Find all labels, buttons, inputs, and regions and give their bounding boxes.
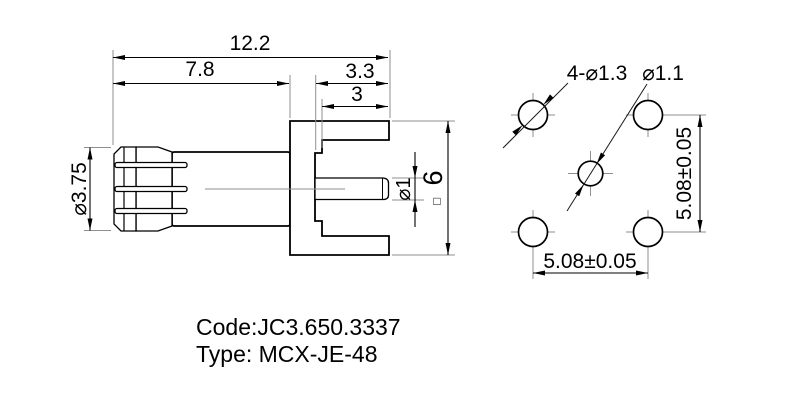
dimension-pin-diameter: ⌀1 (393, 152, 418, 227)
spring-finger-bottom (114, 207, 188, 215)
side-view: 12.2 7.8 3.3 3 ⌀3.75 (68, 32, 455, 256)
spring-finger-top (114, 161, 188, 169)
dimension-overall-length: 12.2 (113, 32, 388, 60)
dimension-flange-slot: 3 (322, 83, 388, 109)
center-hole-label: ⌀1.1 (642, 62, 684, 85)
dim-pin-diameter-label: ⌀1 (393, 177, 415, 200)
footprint-view: 4-⌀1.3 ⌀1.1 5.08±0.05 5.08±0.05 (502, 62, 706, 279)
dimension-body-length: 7.8 (113, 58, 289, 86)
pitch-horizontal-label: 5.08±0.05 (543, 250, 636, 273)
hole-top-left (517, 99, 549, 131)
part-type-text: Type: MCX-JE-48 (196, 341, 378, 367)
dimension-flange-step: 3.3 (316, 60, 388, 86)
dim-flange-slot-label: 3 (351, 83, 363, 106)
square-symbol: □ (433, 194, 440, 208)
corner-holes-label: 4-⌀1.3 (567, 62, 628, 85)
dimension-flange-size: 6 □ (418, 121, 451, 255)
hole-bottom-right (632, 216, 664, 248)
center-pin (314, 177, 390, 201)
hole-top-right (632, 99, 664, 131)
drawing-footer: Code:JC3.650.3337 Type: MCX-JE-48 (196, 314, 401, 367)
dimension-pitch-vertical: 5.08±0.05 (673, 115, 703, 232)
dim-flange-step-label: 3.3 (345, 60, 374, 83)
dim-body-length-label: 7.8 (185, 58, 214, 81)
mounting-flange (289, 120, 390, 256)
pitch-vertical-label: 5.08±0.05 (673, 127, 696, 220)
dim-overall-length-label: 12.2 (230, 32, 271, 55)
part-code-text: Code:JC3.650.3337 (196, 314, 401, 340)
dimension-pitch-horizontal: 5.08±0.05 (533, 250, 648, 276)
side-view-extension-lines (84, 50, 455, 256)
dim-body-diameter-label: ⌀3.75 (68, 162, 91, 216)
leader-center-hole: ⌀1.1 (566, 62, 684, 212)
spring-finger-middle (114, 185, 188, 193)
leader-corner-holes: 4-⌀1.3 (502, 62, 628, 149)
dimension-body-diameter: ⌀3.75 (68, 147, 93, 231)
hole-bottom-left (517, 216, 549, 248)
dim-flange-size-label: 6 (418, 170, 448, 185)
